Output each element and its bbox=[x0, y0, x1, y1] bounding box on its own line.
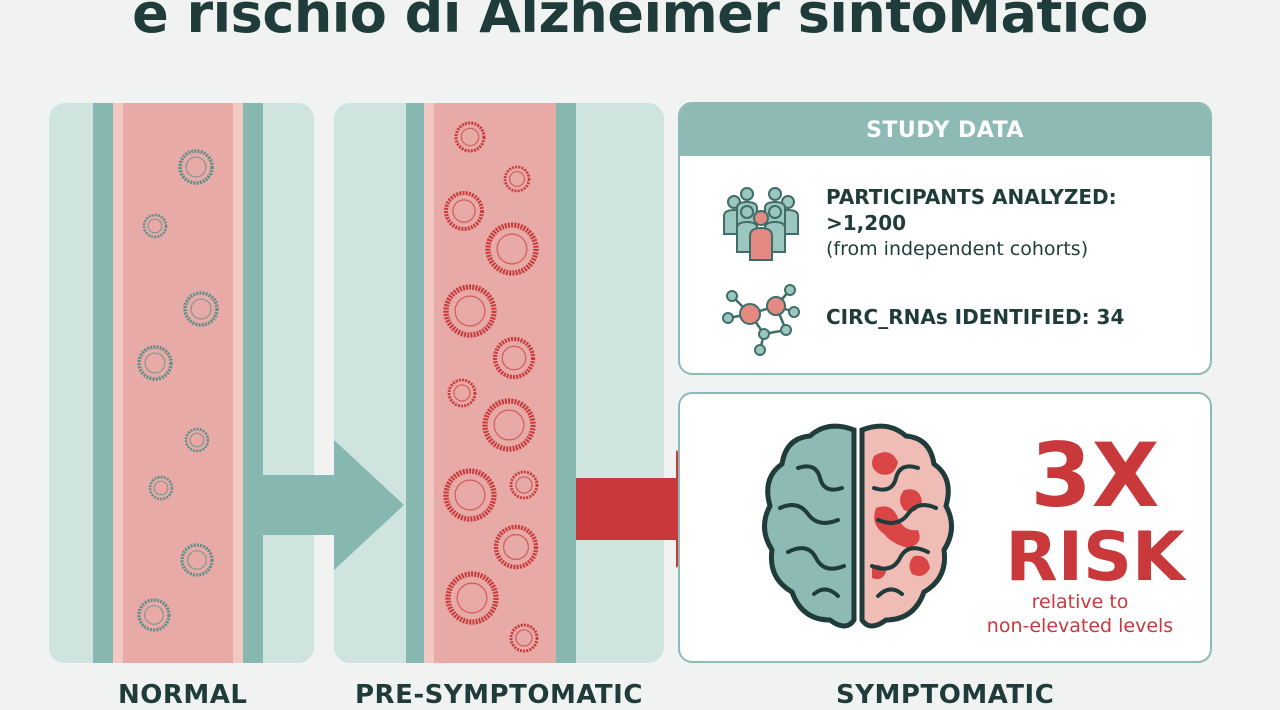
circrna-particle bbox=[447, 378, 477, 408]
circrna-particle bbox=[443, 284, 497, 338]
vessel-lining-left bbox=[424, 103, 434, 663]
vessel-wall-right bbox=[556, 103, 576, 663]
circrna-particle bbox=[142, 213, 168, 239]
risk-multiplier: 3X bbox=[1030, 424, 1160, 527]
circrna-particle bbox=[454, 121, 486, 153]
circrna-particle bbox=[509, 470, 539, 500]
vessel-lumen bbox=[123, 103, 233, 663]
circrna-particle bbox=[492, 336, 536, 380]
circrna-particle bbox=[445, 571, 499, 625]
vessel-wall-right bbox=[243, 103, 263, 663]
risk-label: RISK bbox=[1005, 518, 1185, 597]
molecule-network-icon bbox=[722, 284, 800, 356]
risk-note-line2: non-elevated levels bbox=[986, 615, 1174, 637]
circrna-particle bbox=[184, 427, 210, 453]
circrna-particle bbox=[180, 543, 214, 577]
presymptomatic-circrna-particles bbox=[443, 121, 539, 653]
circrna-particle bbox=[485, 222, 539, 276]
normal-vessel-panel bbox=[49, 103, 314, 663]
circrna-particle bbox=[137, 345, 173, 381]
risk-panel: 3X RISK relative to non-elevated levels bbox=[678, 392, 1212, 663]
participants-row: PARTICIPANTS ANALYZED: >1,200 (from inde… bbox=[720, 184, 1117, 262]
vessel-lining-left bbox=[113, 103, 123, 663]
vessel-lining-right bbox=[233, 103, 243, 663]
participants-value: >1,200 bbox=[826, 211, 907, 235]
normal-circrna-particles bbox=[137, 149, 219, 632]
stage-label-presymptomatic: PRE-SYMPTOMATIC bbox=[355, 680, 643, 710]
circrna-particle bbox=[493, 524, 539, 570]
stage-label-symptomatic: SYMPTOMATIC bbox=[836, 680, 1055, 710]
study-data-header: STUDY DATA bbox=[680, 104, 1210, 156]
participants-note: (from independent cohorts) bbox=[826, 238, 1089, 260]
brain-icon bbox=[762, 423, 954, 629]
vessel-wall-left bbox=[93, 103, 113, 663]
study-data-panel: STUDY DATA PARTICIPANTS ANALYZED: >1,200… bbox=[678, 102, 1212, 375]
stage-label-normal: NORMAL bbox=[118, 680, 248, 710]
circrna-particle bbox=[178, 149, 214, 185]
circrna-label: CIRC_RNAs IDENTIFIED: 34 bbox=[826, 305, 1125, 329]
risk-note-line1: relative to bbox=[1031, 591, 1129, 613]
circrna-particle bbox=[444, 191, 484, 231]
circrna-particle bbox=[148, 475, 174, 501]
right-arrow-icon bbox=[262, 440, 404, 570]
circrna-particle bbox=[482, 398, 536, 452]
presymptomatic-vessel-panel bbox=[334, 103, 664, 663]
circrna-particle bbox=[509, 623, 539, 653]
circrna-row: CIRC_RNAs IDENTIFIED: 34 bbox=[720, 282, 1124, 356]
circrna-particle bbox=[183, 291, 219, 327]
circrna-particle bbox=[503, 165, 531, 193]
participants-label: PARTICIPANTS ANALYZED: bbox=[826, 185, 1117, 209]
page-title: e rischio di Alzheimer sintoMatico bbox=[132, 0, 1148, 45]
circrna-particle bbox=[443, 468, 497, 522]
circrna-particle bbox=[137, 598, 171, 632]
vessel-wall-left bbox=[406, 103, 424, 663]
people-group-icon bbox=[723, 187, 799, 261]
